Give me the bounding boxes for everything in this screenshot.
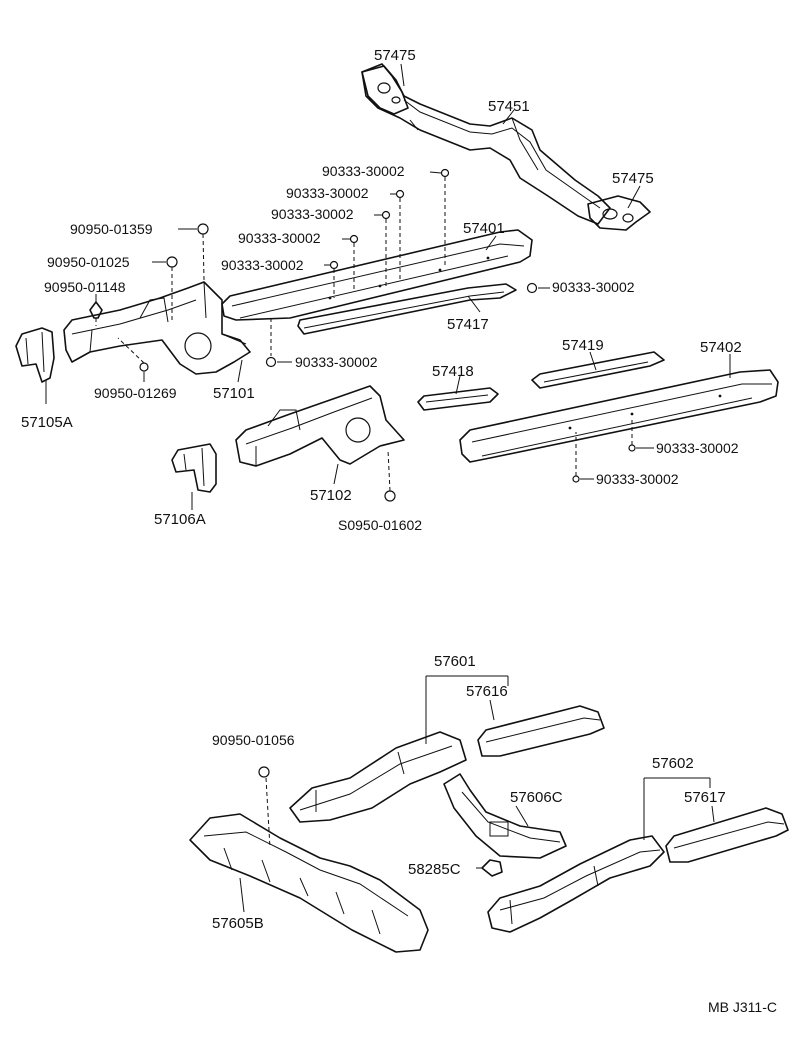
label-57606C: 57606C [510,789,563,806]
part-57101-side-member [63,281,251,375]
label-57616: 57616 [466,683,508,700]
plug-90333-2 [395,189,405,199]
label-90333-5: 90333-30002 [221,257,304,273]
label-90333-8: 90333-30002 [656,440,739,456]
plug-90333-1 [440,168,450,178]
part-57401-rail [221,229,533,321]
label-57601: 57601 [434,653,476,670]
part-57418-patch [417,387,499,411]
part-57475-bracket-right [587,195,651,231]
label-90333-7: 90333-30002 [295,354,378,370]
label-57101: 57101 [213,385,255,402]
part-57475-bracket-left [361,63,409,115]
label-90333-2: 90333-30002 [286,185,369,201]
label-57419: 57419 [562,337,604,354]
label-90950-01056: 90950-01056 [212,732,295,748]
plug-90950-01269 [139,362,149,372]
label-90950-01602: S0950-01602 [338,517,422,533]
label-90333-6: 90333-30002 [552,279,635,295]
label-90950-01148: 90950-01148 [44,279,126,295]
label-90333-1: 90333-30002 [322,163,405,179]
plug-90333-4 [349,234,359,244]
label-57106A: 57106A [154,511,206,528]
label-57475-right: 57475 [612,170,654,187]
plug-90333-5 [329,260,339,270]
nut-90950-01025 [166,256,178,268]
part-57105A-bracket [15,327,55,383]
plug-90333-8 [628,444,636,452]
label-90950-01025: 90950-01025 [47,254,130,270]
part-57451-crossmember [361,65,611,225]
part-57106A-bracket [171,443,217,493]
part-57402-rail [459,369,779,463]
plug-90333-3 [381,210,391,220]
part-57417-strip [297,283,517,335]
label-90333-4: 90333-30002 [238,230,321,246]
part-57601-rear-member [289,731,467,823]
label-57105A: 57105A [21,414,73,431]
reference-code: MB J311-C [708,999,777,1015]
part-57617-extension [665,807,789,863]
label-57617: 57617 [684,789,726,806]
label-90333-3: 90333-30002 [271,206,354,222]
label-57417: 57417 [447,316,489,333]
label-57451: 57451 [488,98,530,115]
label-90950-01359: 90950-01359 [70,221,153,237]
clip-90950-01148 [89,301,103,319]
plug-90333-6 [526,282,538,294]
label-57602: 57602 [652,755,694,772]
label-58285C: 58285C [408,861,461,878]
label-57401: 57401 [463,220,505,237]
part-57605B-floor-member [189,813,429,953]
part-57616-extension [477,705,605,757]
part-57102-side-member [235,385,405,467]
part-57419-strip [531,351,665,389]
nut-90950-01602 [384,490,396,502]
plug-90333-7 [265,356,277,368]
label-57475-top: 57475 [374,47,416,64]
label-90333-9: 90333-30002 [596,471,679,487]
part-57602-rear-member [487,835,665,933]
part-57606C-bracket [443,773,567,859]
plug-90333-9 [572,475,580,483]
pad-58285C [481,859,503,877]
label-57605B: 57605B [212,915,264,932]
label-57402: 57402 [700,339,742,356]
nut-90950-01359 [197,223,209,235]
label-57418: 57418 [432,363,474,380]
label-57102: 57102 [310,487,352,504]
label-90950-01269: 90950-01269 [94,385,177,401]
nut-90950-01056 [258,766,270,778]
